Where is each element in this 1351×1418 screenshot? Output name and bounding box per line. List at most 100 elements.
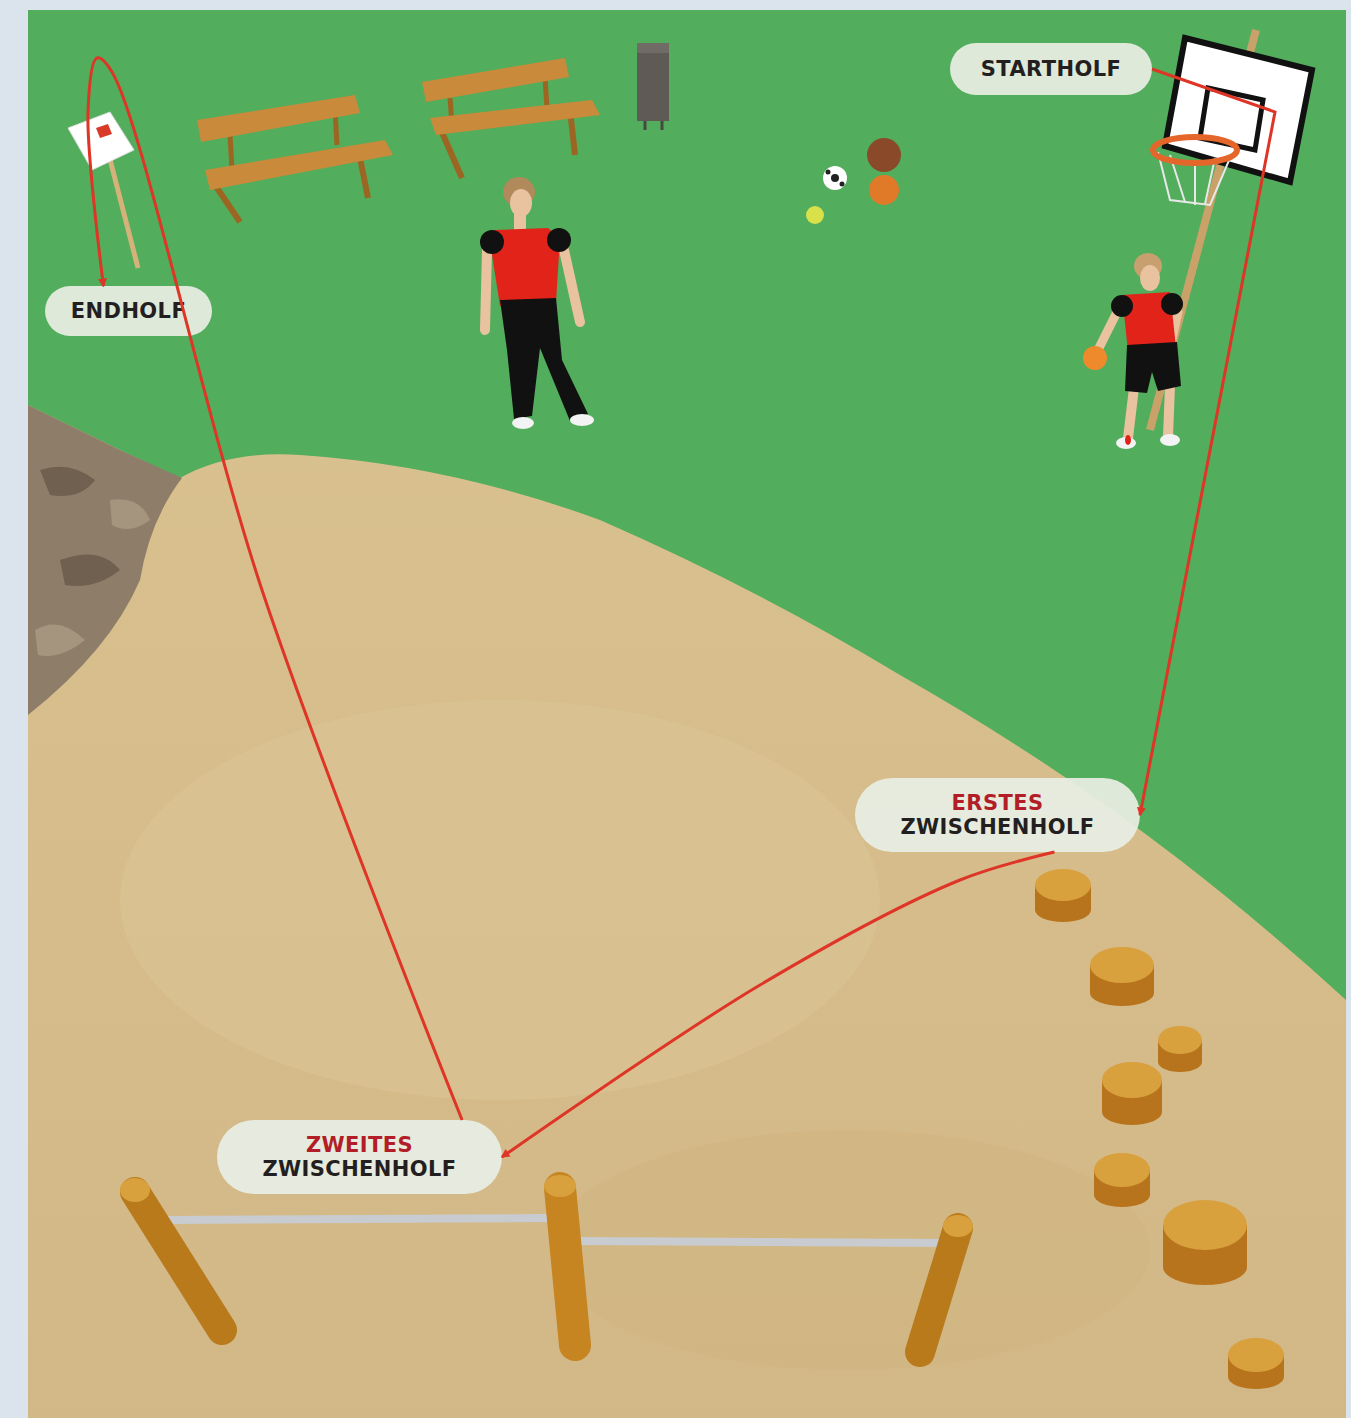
sand-area <box>28 405 1346 1418</box>
person <box>1140 265 1160 291</box>
trash-bin <box>661 121 664 130</box>
bench <box>205 140 393 190</box>
tree-stumps <box>1158 1026 1202 1054</box>
flight-path-arrow <box>88 58 462 1120</box>
person <box>564 250 580 322</box>
balls <box>806 206 824 224</box>
tree-stumps <box>1035 869 1091 901</box>
person <box>514 214 526 230</box>
flight-path-arrow <box>502 852 1055 1157</box>
person <box>1128 388 1134 438</box>
tree-stumps <box>1035 869 1284 1389</box>
balls <box>806 138 901 224</box>
person <box>1083 253 1183 449</box>
posts-and-bars <box>120 1175 973 1352</box>
balls <box>831 174 839 182</box>
person <box>1168 386 1170 436</box>
end-target-sign <box>68 112 134 170</box>
balls <box>869 175 899 205</box>
bench <box>197 95 393 222</box>
posts-and-bars <box>560 1188 575 1345</box>
rock-area <box>40 467 95 496</box>
person <box>1098 310 1118 350</box>
trash-bin <box>637 43 669 130</box>
end-target-sign <box>68 112 138 268</box>
bench <box>360 158 368 198</box>
lawn <box>28 10 1346 1418</box>
tree-stumps <box>1228 1338 1284 1389</box>
bench <box>215 185 240 222</box>
person <box>1125 435 1131 445</box>
tree-stumps <box>1163 1249 1247 1285</box>
person <box>547 228 571 252</box>
tree-stumps <box>1158 1052 1202 1072</box>
rock-area <box>110 499 150 529</box>
label-text: ZWISCHENHOLF <box>262 1157 456 1181</box>
sand-area <box>28 405 1346 1418</box>
balls <box>867 138 901 172</box>
tree-stumps <box>1102 1062 1162 1098</box>
label-heading: ERSTES <box>952 791 1044 815</box>
rock-area <box>60 554 120 586</box>
person <box>1083 346 1107 370</box>
tree-stumps <box>1094 1153 1150 1207</box>
label-text: STARTHOLF <box>981 57 1121 81</box>
tree-stumps <box>1102 1099 1162 1125</box>
posts-and-bars <box>580 1241 945 1243</box>
posts-and-bars <box>943 1215 973 1237</box>
bench <box>440 128 462 178</box>
rock-area <box>28 405 182 715</box>
tree-stumps <box>1163 1200 1247 1285</box>
bench <box>430 100 600 135</box>
tree-stumps <box>1158 1026 1202 1072</box>
tree-stumps <box>1035 898 1091 922</box>
person <box>1125 342 1181 393</box>
person <box>480 177 594 429</box>
person <box>480 230 504 254</box>
hole-label: ZWEITESZWISCHENHOLF <box>217 1120 502 1194</box>
tree-stumps <box>1090 947 1154 1006</box>
flight-path-arrow <box>1140 69 1275 815</box>
tree-stumps <box>1228 1338 1284 1372</box>
tree-stumps <box>1094 1153 1150 1187</box>
tree-stumps <box>1102 1062 1162 1125</box>
trash-bin <box>637 43 669 121</box>
label-text: ENDHOLF <box>71 299 186 323</box>
person <box>1111 295 1133 317</box>
balls <box>826 170 831 175</box>
person <box>570 414 594 426</box>
person <box>1161 293 1183 315</box>
hole-label: STARTHOLF <box>950 43 1152 95</box>
tree-stumps <box>1163 1200 1247 1250</box>
balls <box>840 182 845 187</box>
trash-bin <box>637 43 669 53</box>
bench <box>545 78 547 108</box>
posts-and-bars <box>120 1178 150 1202</box>
tree-stumps <box>1090 980 1154 1006</box>
posts-and-bars <box>165 1218 548 1220</box>
posts-and-bars <box>920 1228 958 1352</box>
bench <box>197 95 360 142</box>
person <box>485 250 487 330</box>
person <box>510 189 532 217</box>
tree-stumps <box>1090 947 1154 983</box>
label-heading: ZWEITES <box>306 1133 413 1157</box>
balls <box>823 166 847 190</box>
rock-area <box>35 624 85 656</box>
tree-stumps <box>1035 869 1091 922</box>
bench <box>422 58 600 178</box>
person <box>512 417 534 429</box>
rock-area <box>28 405 182 715</box>
bench <box>230 135 232 170</box>
trash-bin <box>644 121 647 130</box>
posts-and-bars <box>544 1175 576 1197</box>
hole-label: ENDHOLF <box>45 286 212 336</box>
bench <box>422 58 569 102</box>
hole-label: ERSTESZWISCHENHOLF <box>855 778 1140 852</box>
posts-and-bars <box>135 1192 222 1330</box>
